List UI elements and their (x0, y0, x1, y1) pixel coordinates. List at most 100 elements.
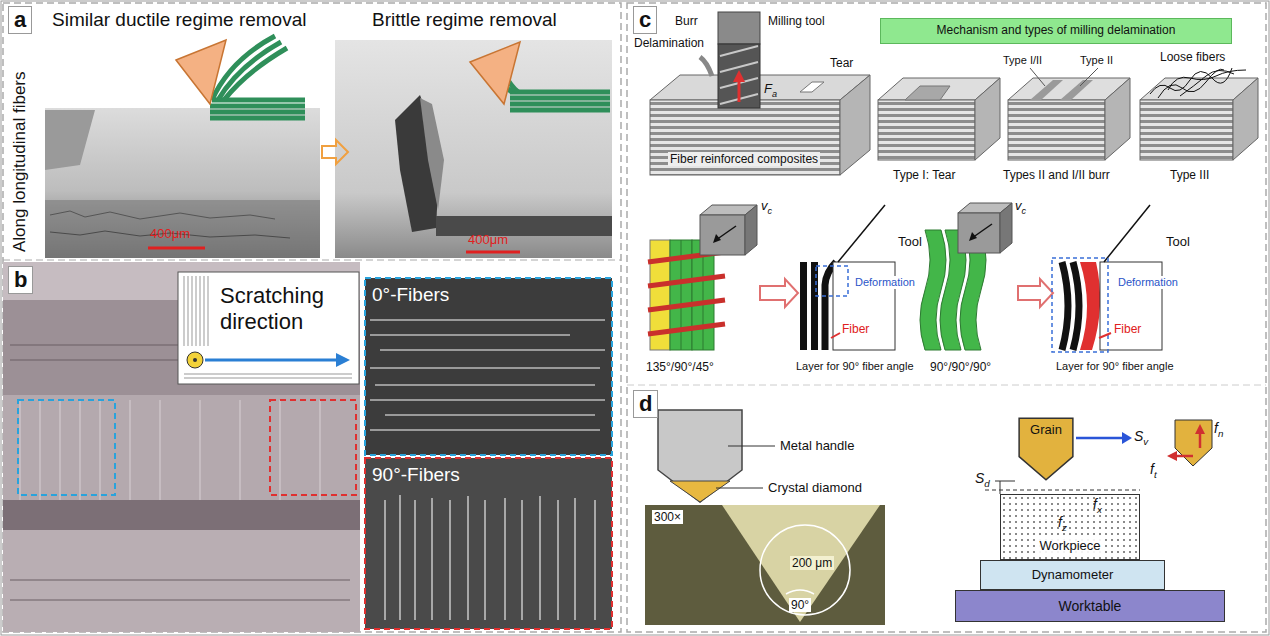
diamond-tool-icon-part (670, 481, 730, 502)
diamond-tool-icon-part (728, 446, 775, 447)
layer-90-a-part (800, 262, 807, 350)
sem-image-0deg-part (370, 320, 605, 430)
delamination-types-part (1060, 80, 1093, 100)
layup-90-90-90-part (969, 232, 977, 241)
worktable-box: Worktable (955, 590, 1225, 622)
deformation-label: Deformation (853, 276, 917, 289)
milling-tool-part (720, 46, 758, 104)
brittle-cartoon-part (470, 42, 520, 104)
transition-arrow (322, 140, 348, 164)
subscript: x (1097, 504, 1102, 515)
speed-label: Sv (1134, 428, 1148, 447)
microscope-image-part (645, 505, 885, 625)
layer-90-b-part (1080, 262, 1100, 350)
cutting-setup-part (985, 490, 1140, 491)
layer-90-a-part (831, 333, 840, 338)
part-label: Burr (675, 14, 698, 28)
layup-label: 90°/90°/90° (930, 360, 991, 374)
scratch-photo-part (18, 400, 115, 495)
force-label: fz (1058, 514, 1067, 533)
brittle-photo-part (420, 98, 444, 210)
type-caption: Type I: Tear (893, 168, 955, 182)
milling-tool (718, 12, 760, 108)
layer-90-b-part (1073, 262, 1079, 350)
depth-label: Sd (975, 470, 990, 489)
cutting-setup-part (1175, 420, 1212, 466)
subscript: d (984, 478, 989, 489)
brittle-cartoon (470, 42, 610, 110)
subscript: a (772, 89, 777, 99)
deformation-label: Deformation (1116, 276, 1180, 289)
image-label: 0°-Fibers (372, 284, 449, 306)
subscript: z (1062, 522, 1067, 533)
workpiece-box: Workpiece (1000, 494, 1140, 560)
scratch-photo-part (20, 400, 320, 500)
layer-90-b-part (1062, 262, 1068, 350)
microscope-image-part (722, 505, 880, 622)
brittle-photo-part (335, 40, 612, 258)
ductile-cartoon-part (210, 100, 305, 118)
delamination-types (878, 68, 1258, 160)
delamination-types-part (1030, 68, 1045, 86)
scratch-photo-part (3, 530, 360, 632)
sem-image-90deg-part (385, 495, 595, 620)
ductile-photo-part (45, 200, 320, 258)
delamination-types-part (975, 78, 1000, 160)
dynamometer-box: Dynamometer (980, 560, 1165, 590)
delamination-types-part (1150, 68, 1246, 98)
dimension-label: 200 μm (790, 556, 834, 570)
panel-letter: d (633, 390, 658, 418)
force-label: ft (1150, 461, 1157, 480)
ductile-photo-part (148, 247, 205, 250)
layer-90-b-part (1099, 333, 1111, 338)
ductile-cartoon (176, 36, 305, 118)
milling-tool-part (718, 44, 760, 108)
scratch-photo (3, 262, 360, 632)
microscope-image-part (760, 525, 850, 615)
sem-image-90deg-part (365, 458, 612, 629)
panel-letter: c (633, 6, 657, 34)
cutting-setup-part (1195, 424, 1205, 434)
angle-label: 90° (789, 598, 811, 612)
part-label: Tool (1166, 234, 1190, 249)
cutting-setup-part (1175, 455, 1193, 458)
cutting-setup-part (995, 481, 1015, 482)
brittle-cartoon-part (510, 92, 610, 110)
layup-135-90-45-part (713, 234, 721, 243)
part-label: Crystal diamond (768, 480, 862, 495)
layup-135-90-45-part (745, 205, 757, 255)
subscript: c (768, 206, 773, 216)
panel-frames-part (3, 260, 621, 261)
ductile-photo-part (50, 211, 275, 219)
part-label: Tear (830, 56, 853, 70)
ductile-cartoon-part (176, 40, 226, 104)
ductile-photo-part (45, 110, 95, 170)
brittle-photo (335, 40, 612, 258)
scale-label: 400μm (150, 226, 190, 241)
node-text: Grain (1030, 423, 1062, 438)
layer-90-a-part (816, 266, 848, 296)
panel-letter: a (8, 6, 32, 34)
scratch-photo-part (205, 359, 336, 362)
brittle-photo-part (436, 216, 612, 236)
scratch-photo-part (178, 272, 359, 384)
ductile-photo-part (45, 108, 320, 258)
scratch-photo-part (184, 374, 352, 378)
cutting-setup-part (1000, 481, 1001, 494)
subscript: v (1143, 436, 1148, 447)
layup-90-90-90-part (1018, 279, 1053, 307)
ductile-photo (45, 108, 320, 258)
node-text: Worktable (1059, 598, 1122, 614)
grain-outline-shape (1019, 418, 1073, 479)
scratch-photo-part (3, 395, 360, 500)
layup-90-90-90-part (958, 213, 1000, 253)
layup-135-90-45-part (760, 279, 798, 307)
part-label: Milling tool (768, 14, 825, 28)
panel-frames-part (627, 3, 1266, 632)
subscript: n (1218, 428, 1223, 439)
fiber-label: Fiber (842, 322, 869, 336)
axis-label: Along longitudinal fibers (10, 71, 30, 252)
diamond-tool-icon (658, 410, 775, 502)
layup-90-90-90-part (1000, 203, 1012, 253)
